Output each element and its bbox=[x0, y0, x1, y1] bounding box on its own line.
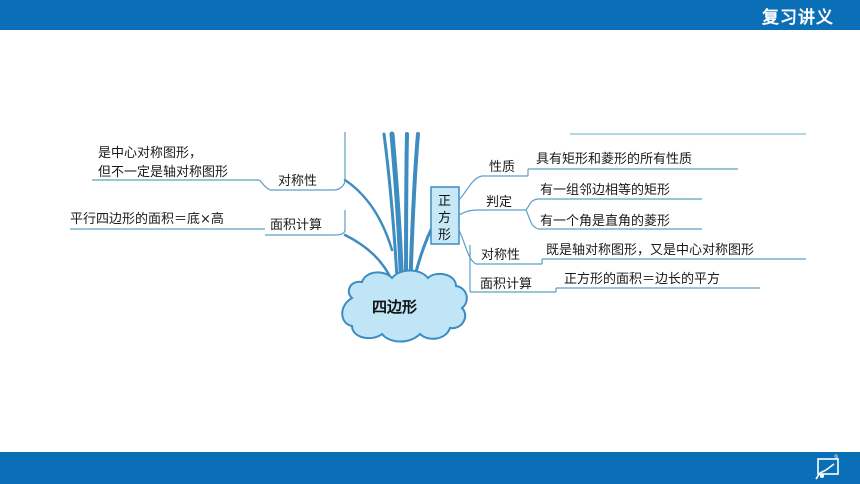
right-branch-lines bbox=[458, 168, 806, 293]
left-area-label: 面积计算 bbox=[270, 218, 322, 233]
header-title: 复习讲义 bbox=[762, 8, 834, 28]
presenter-board-icon bbox=[815, 458, 839, 480]
square-property-label: 性质 bbox=[489, 160, 515, 175]
square-symmetry-desc: 既是轴对称图形，又是中心对称图形 bbox=[546, 243, 754, 258]
left-symmetry-label: 对称性 bbox=[278, 174, 317, 189]
square-symmetry-label: 对称性 bbox=[481, 248, 520, 263]
left-area-desc: 平行四边形的面积＝底×高 bbox=[70, 211, 224, 227]
left-symmetry-desc-1: 是中心对称图形， bbox=[98, 146, 202, 161]
page-number: 9 bbox=[834, 454, 838, 461]
mind-map: 是中心对称图形， 但不一定是轴对称图形 对称性 平行四边形的面积＝底×高 面积计… bbox=[70, 131, 806, 343]
square-judge-label: 判定 bbox=[486, 195, 512, 210]
trunk-branches bbox=[343, 131, 437, 298]
square-area-desc: 正方形的面积＝边长的平方 bbox=[564, 271, 720, 287]
center-cloud bbox=[341, 269, 468, 343]
square-judge-1: 有一组邻边相等的矩形 bbox=[540, 182, 670, 198]
left-branch-lines bbox=[70, 132, 346, 236]
square-node-box bbox=[430, 186, 460, 245]
square-title-char-1: 正 bbox=[438, 194, 451, 209]
left-symmetry-desc-2: 但不一定是轴对称图形 bbox=[98, 165, 228, 180]
footer-bar: 9 bbox=[0, 452, 860, 484]
square-property-desc: 具有矩形和菱形的所有性质 bbox=[536, 151, 692, 167]
square-judge-2: 有一个角是直角的菱形 bbox=[540, 213, 670, 229]
square-title-char-2: 方 bbox=[438, 210, 451, 226]
center-node-label: 四边形 bbox=[372, 298, 417, 316]
square-area-label: 面积计算 bbox=[480, 277, 532, 292]
header-bar: 复习讲义 bbox=[0, 0, 860, 30]
square-title-char-3: 形 bbox=[438, 228, 451, 243]
